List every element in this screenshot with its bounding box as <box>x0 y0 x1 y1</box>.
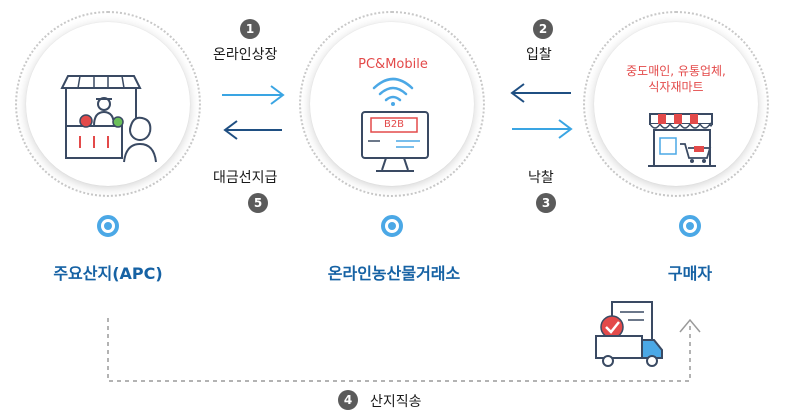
buyer-label: 구매자 <box>667 264 713 283</box>
buyer-types-line1: 중도매인, 유통업체, <box>626 64 726 78</box>
arrow-left-bid <box>510 83 571 103</box>
step-1-badge: 1 <box>240 19 260 39</box>
exchange-node-ring <box>299 11 485 197</box>
step-2-badge: 2 <box>533 19 553 39</box>
b2b-screen-label: B2B <box>383 119 405 130</box>
arrow-right-listing <box>222 85 285 105</box>
buyer-node-ring <box>583 11 769 197</box>
step-5-label: 대금선지급 <box>213 170 278 186</box>
apc-label: 주요산지(APC) <box>53 264 163 283</box>
step-3-badge: 3 <box>536 193 556 213</box>
step-4-label: 산지직송 <box>370 394 422 410</box>
step-4-badge: 4 <box>338 390 358 410</box>
step-2-label: 입찰 <box>526 47 552 63</box>
apc-node-marker <box>97 215 119 237</box>
exchange-label: 온라인농산물거래소 <box>327 264 461 283</box>
arrow-right-award <box>512 119 573 139</box>
exchange-node-marker <box>381 215 403 237</box>
step-1-label: 온라인상장 <box>213 47 278 63</box>
arrow-left-payment <box>223 120 282 140</box>
step-3-label: 낙찰 <box>528 170 554 186</box>
buyer-node-marker <box>679 215 701 237</box>
platform-label: PC&Mobile <box>358 57 428 72</box>
buyer-types-line2: 식자재마트 <box>648 80 704 94</box>
step-5-badge: 5 <box>248 193 268 213</box>
apc-node-ring <box>15 11 201 197</box>
